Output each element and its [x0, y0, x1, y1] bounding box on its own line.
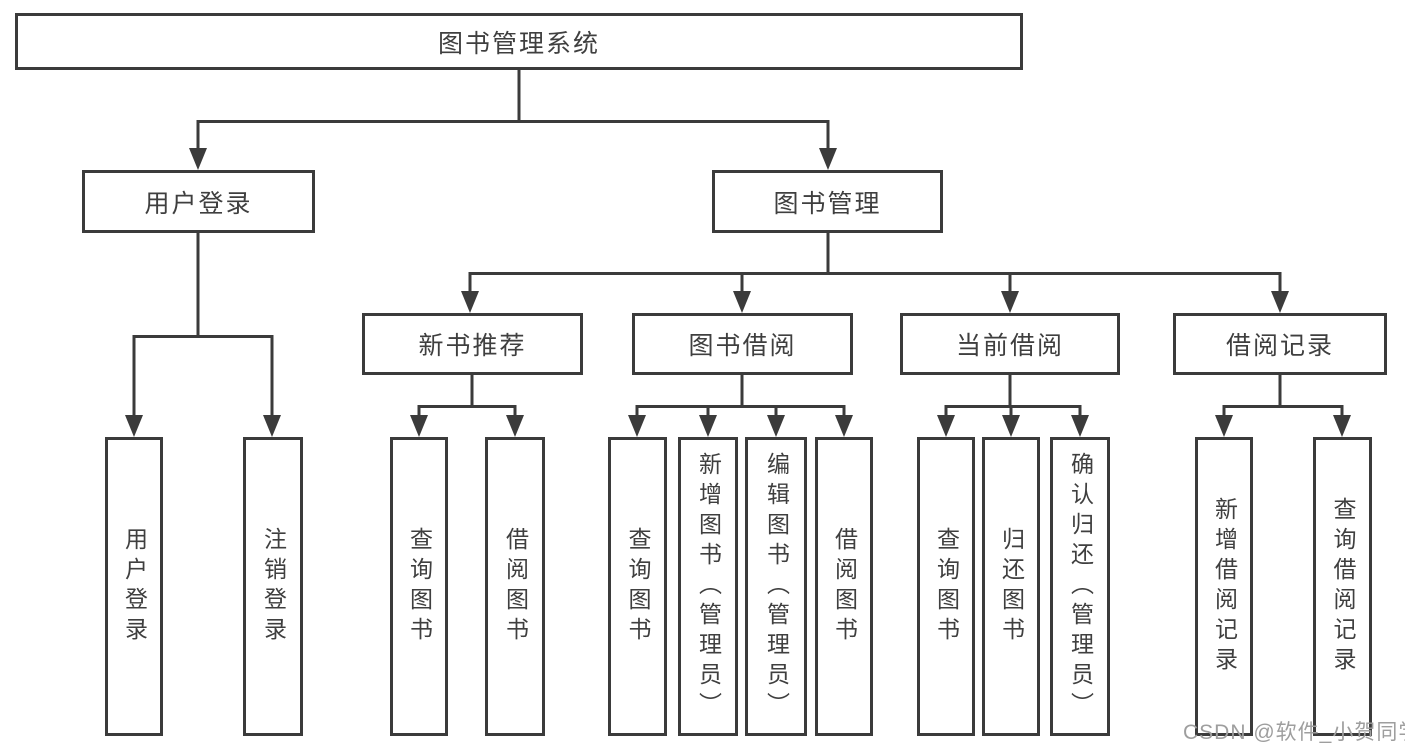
node-query-borrow-record: 查询借阅记录: [1313, 437, 1372, 736]
node-confirm-return-admin: 确认归还（管理员）: [1050, 437, 1110, 736]
node-query-books-recommend: 查询图书: [390, 437, 448, 736]
node-add-borrow-record: 新增借阅记录: [1195, 437, 1253, 736]
node-borrow-books-recommend: 借阅图书: [485, 437, 545, 736]
node-edit-books-admin: 编辑图书（管理员）: [745, 437, 807, 736]
node-current-borrowing: 当前借阅: [900, 313, 1120, 375]
node-new-book-recommendation: 新书推荐: [362, 313, 583, 375]
node-user-login: 用户登录: [82, 170, 315, 233]
node-root: 图书管理系统: [15, 13, 1023, 70]
node-book-borrowing: 图书借阅: [632, 313, 853, 375]
node-query-books-current: 查询图书: [917, 437, 975, 736]
arrowhead-icons: [125, 148, 1351, 437]
node-logout: 注销登录: [243, 437, 303, 736]
node-borrowing-records: 借阅记录: [1173, 313, 1387, 375]
node-query-books-borrowing: 查询图书: [608, 437, 667, 736]
node-book-management: 图书管理: [712, 170, 943, 233]
node-borrow-books-leaf: 借阅图书: [815, 437, 873, 736]
node-user-login-leaf: 用户登录: [105, 437, 163, 736]
node-add-books-admin: 新增图书（管理员）: [678, 437, 738, 736]
node-return-books: 归还图书: [982, 437, 1040, 736]
csdn-watermark: CSDN @软件_小贺同学: [1183, 721, 1405, 744]
